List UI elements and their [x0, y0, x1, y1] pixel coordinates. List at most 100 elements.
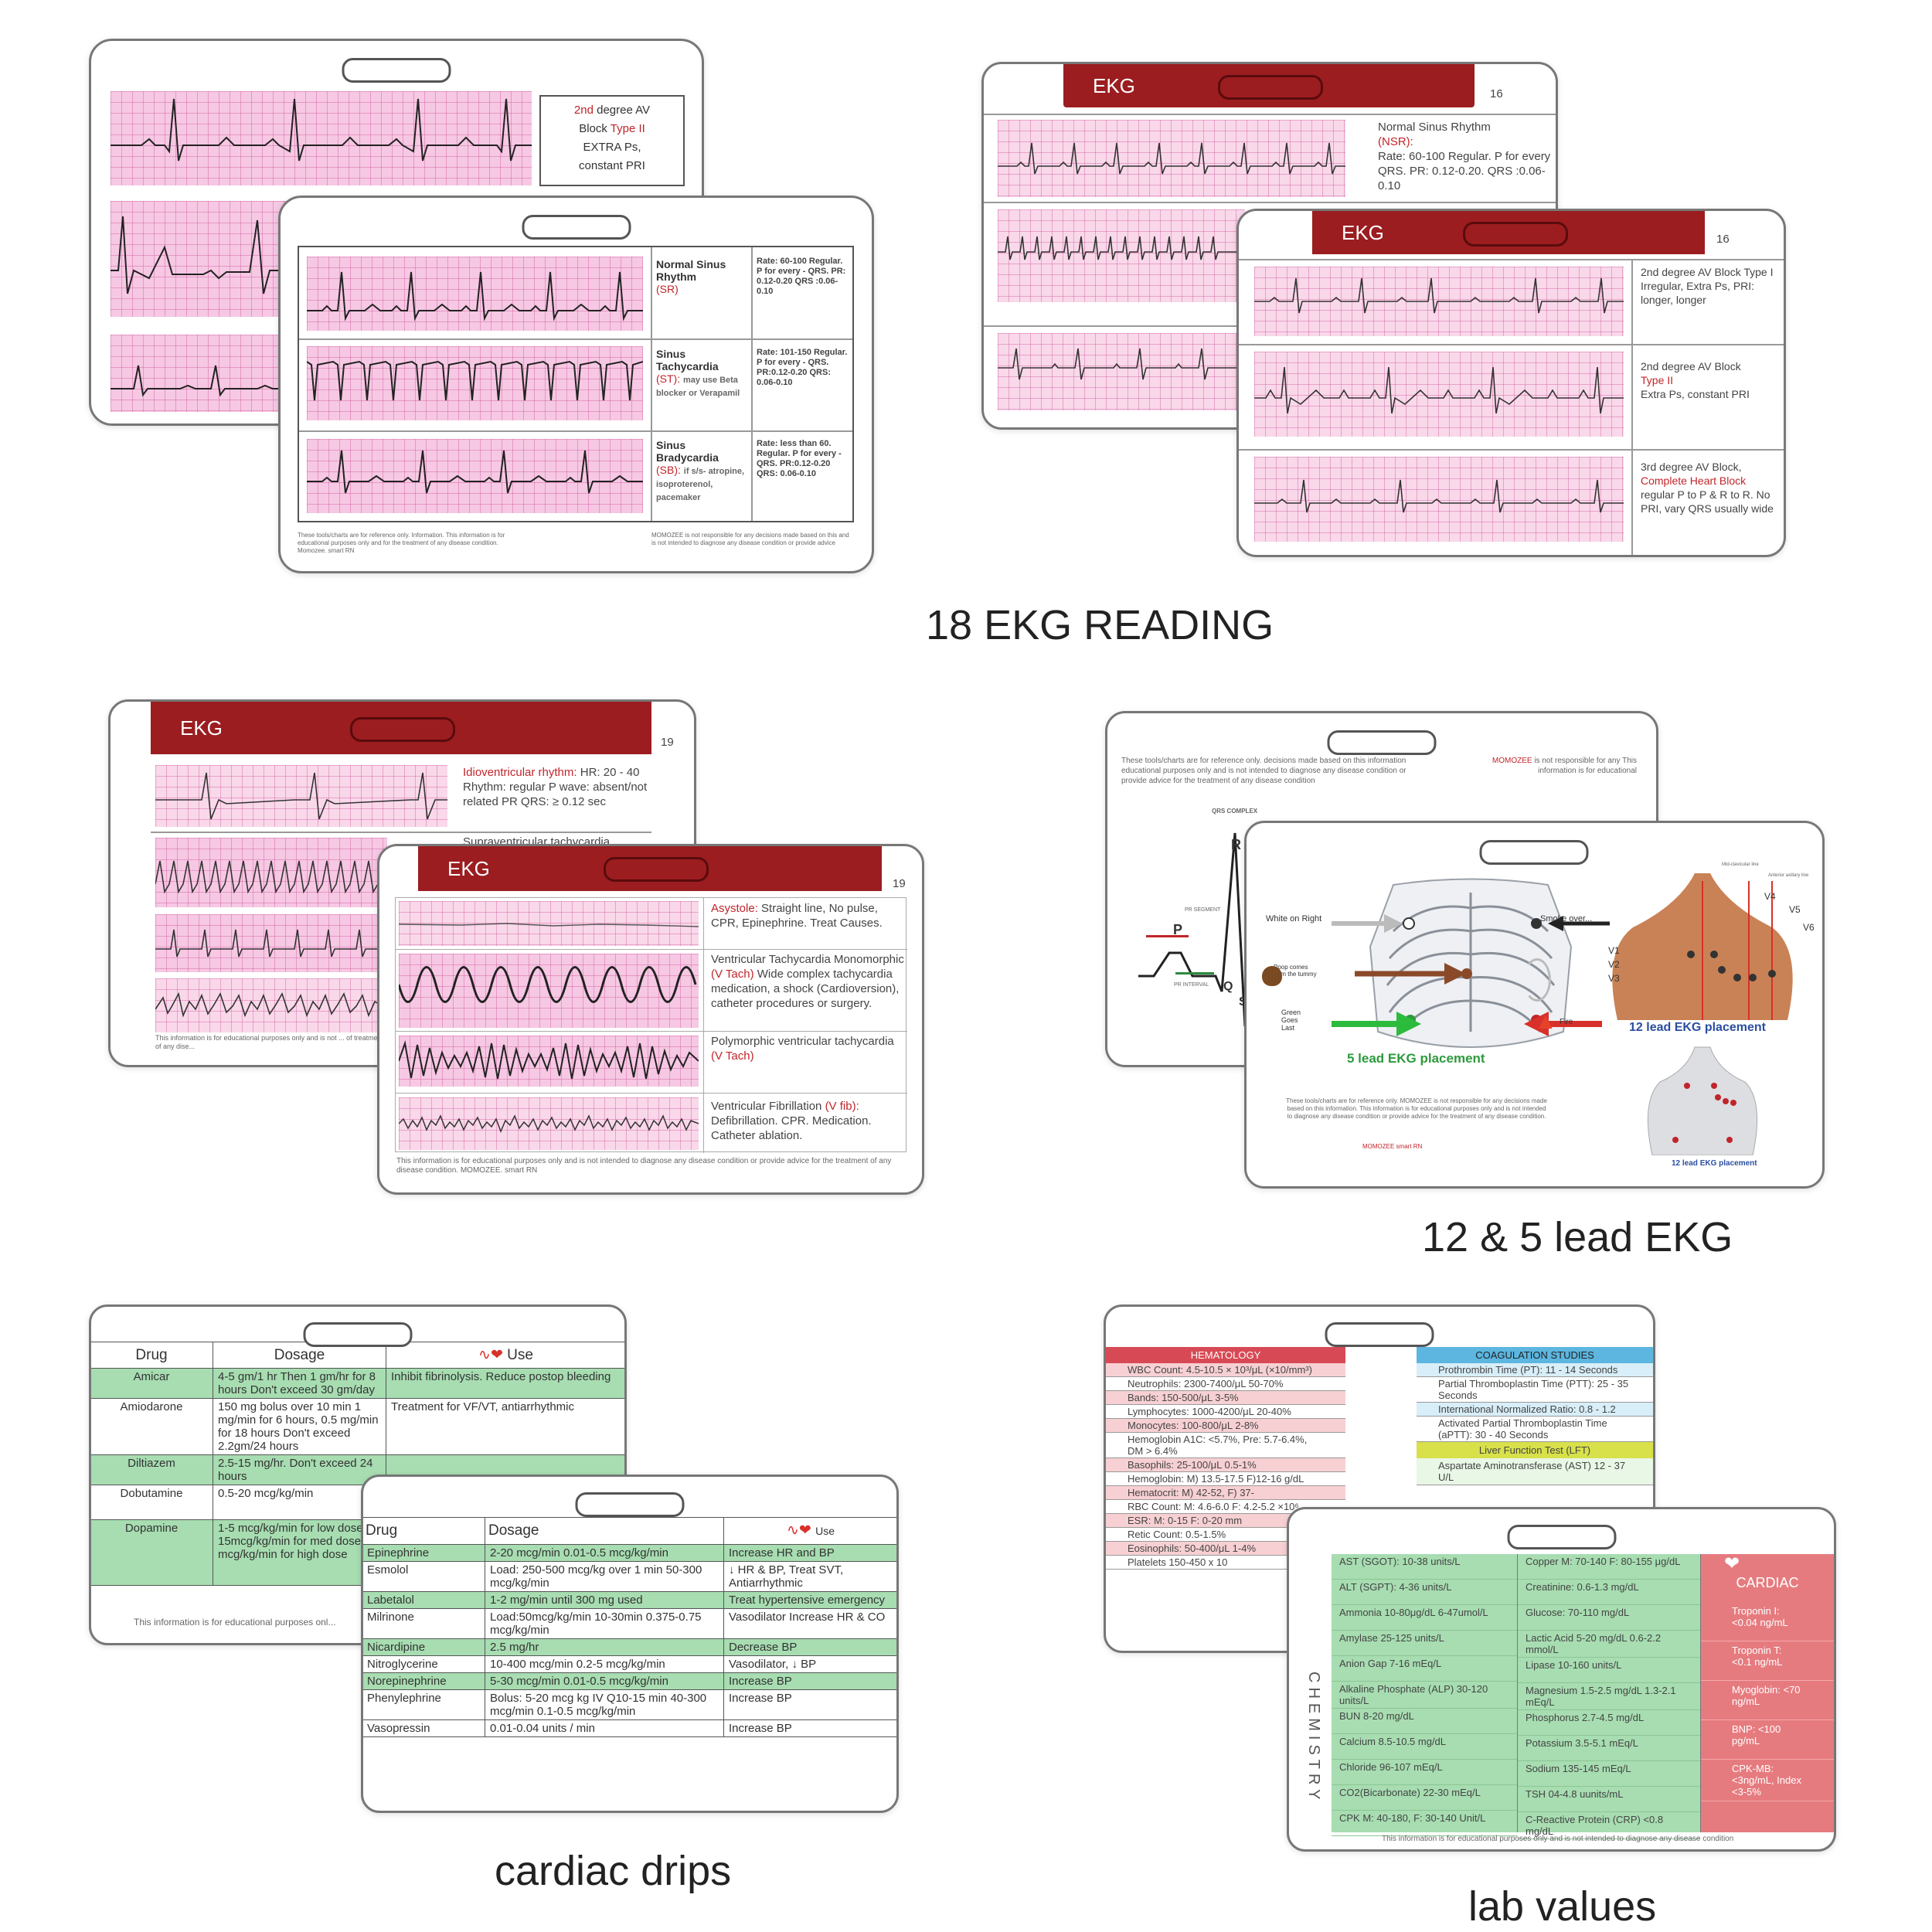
column-divider — [1631, 259, 1633, 555]
column-header-drug: Drug — [91, 1342, 213, 1369]
banner-title: EKG — [1342, 221, 1384, 244]
chemistry-row: Alkaline Phosphate (ALP) 30-120 units/L — [1332, 1682, 1517, 1709]
ekg-strip — [111, 91, 532, 185]
ekg-waveform — [399, 1040, 699, 1080]
row-divider — [984, 202, 1556, 203]
coagulation-row: Activated Partial Thromboplastin Time (a… — [1417, 1417, 1653, 1442]
lead-label-v3: V3 — [1608, 973, 1620, 984]
line-label-midclavicular: Mid-clavicular line — [1722, 862, 1759, 867]
table-cell-dose: 10-400 mcg/min 0.2-5 mcg/kg/min — [485, 1655, 724, 1673]
table-cell-drug: Vasopressin — [363, 1719, 485, 1737]
green-goes-last-label: Green Goes Last — [1281, 1009, 1301, 1032]
caption-lab-values: lab values — [1468, 1883, 1657, 1930]
table-cell-drug: Phenylephrine — [363, 1689, 485, 1720]
ekg-waveform — [307, 450, 643, 494]
chemistry-row: Amylase 25-125 units/L — [1332, 1631, 1517, 1656]
rhythm-description: Idioventricular rhythm: HR: 20 - 40 Rhyt… — [463, 765, 673, 809]
row-divider — [396, 1031, 907, 1032]
rhythm-table: Asystole: Straight line, No pulse, CPR, … — [395, 897, 907, 1153]
table-cell-drug: Nitroglycerine — [363, 1655, 485, 1673]
chemistry-row: C-Reactive Protein (CRP) <0.8 mg/dL — [1518, 1812, 1700, 1839]
rhythm-text: Rate: 60-100 Regular. P for every QRS. P… — [1378, 150, 1551, 192]
ekg-waveform — [998, 236, 1245, 260]
row-divider — [396, 949, 907, 950]
lead-label-v4: V4 — [1764, 891, 1776, 902]
pr-interval-label: PR INTERVAL — [1174, 982, 1209, 988]
lanyard-slot — [303, 1322, 413, 1347]
ekg-banner: EKG — [1063, 64, 1475, 107]
ekg-strip-vfib — [399, 1097, 699, 1150]
rhythm-text: Extra Ps, constant PRI — [1641, 388, 1750, 400]
rhythm-title: 3rd degree AV Block, — [1641, 461, 1742, 473]
column-header-dosage: Dosage — [485, 1517, 724, 1545]
twelve-lead-torso — [1587, 858, 1811, 1020]
twelve-lead-title: 12 lead EKG placement — [1629, 1021, 1766, 1034]
row-divider — [396, 1093, 907, 1094]
rhythm-description: Normal Sinus Rhythm (NSR): Rate: 60-100 … — [1378, 120, 1552, 193]
wave-label-s: S — [1239, 995, 1247, 1009]
ekg-card-a-back: 2nd degree AV Block Type II EXTRA Ps, co… — [89, 39, 704, 426]
table-cell-dose: 0.01-0.04 units / min — [485, 1719, 724, 1737]
label-text: Block — [579, 122, 611, 135]
column-header-drug: Drug — [363, 1517, 485, 1545]
rhythm-red: Idioventricular rhythm: — [463, 766, 577, 779]
row-divider — [151, 832, 651, 833]
five-lead-title: 5 lead EKG placement — [1347, 1051, 1485, 1066]
caption-cardiac-drips: cardiac drips — [495, 1848, 732, 1894]
hematology-row: Hematocrit: M) 42-52, F) 37- — [1106, 1486, 1345, 1500]
ekg-waveform — [399, 1114, 699, 1134]
chemistry-row: Copper M: 70-140 F: 80-155 μg/dL — [1518, 1554, 1700, 1580]
ekg-card-c-front: EKG 19 Asystole: Straight line, No pulse… — [377, 844, 924, 1195]
table-cell-use: Increase BP — [723, 1719, 896, 1737]
chemistry-row: TSH 04-4.8 uunits/mL — [1518, 1787, 1700, 1812]
cardiac-title: CARDIAC — [1736, 1575, 1799, 1590]
hematology-row: Eosinophils: 50-400/μL 1-4% — [1106, 1542, 1345, 1556]
table-cell-drug: Epinephrine — [363, 1544, 485, 1562]
hematology-row: Basophils: 25-100/μL 0.5-1% — [1106, 1458, 1345, 1472]
table-cell-dose: Bolus: 5-20 mcg kg IV Q10-15 min 40-300 … — [485, 1689, 724, 1720]
lanyard-slot — [1327, 730, 1437, 755]
table-cell-use: Increase BP — [723, 1672, 896, 1690]
ekg-strip — [111, 335, 288, 412]
chemistry-row: CO2(Bicarbonate) 22-30 mEq/L — [1332, 1785, 1517, 1811]
page-number: 16 — [1490, 87, 1503, 100]
line-label-anterior-axillary: Anterior axillary line — [1768, 873, 1809, 878]
hematology-row: ESR: M: 0-15 F: 0-20 mm — [1106, 1514, 1345, 1528]
banner-title: EKG — [180, 716, 223, 740]
chemistry-row: Sodium 135-145 mEq/L — [1518, 1761, 1700, 1787]
twelve-lead-small-title: 12 lead EKG placement — [1672, 1159, 1757, 1168]
rhythm-description: 3rd degree AV Block, Complete Heart Bloc… — [1641, 460, 1778, 515]
wave-label-q: Q — [1223, 980, 1233, 993]
label-text: EXTRA Ps, — [583, 141, 641, 154]
caption-ekg-reading: 18 EKG READING — [926, 602, 1274, 648]
hematology-panel: HEMATOLOGY WBC Count: 4.5-10.5 × 10³/μL … — [1106, 1347, 1345, 1570]
rhythm-text: Ventricular Fibrillation — [711, 1100, 825, 1113]
table-cell-dose: 5-30 mcg/min 0.01-0.5 mcg/kg/min — [485, 1672, 724, 1690]
brand-label: MOMOZEE smart RN — [1362, 1143, 1423, 1150]
heart-ekg-icon: ∿❤ — [786, 1522, 811, 1539]
lanyard-slot — [1325, 1322, 1434, 1347]
qrs-label: QRS COMPLEX — [1212, 808, 1258, 815]
heart-icon: ❤ — [1724, 1553, 1740, 1574]
chemistry-row: Creatinine: 0.6-1.3 mg/dL — [1518, 1580, 1700, 1605]
ekg-waveform — [399, 966, 697, 1003]
hematology-row: Neutrophils: 2300-7400/μL 50-70% — [1106, 1377, 1345, 1391]
column-header-use: ∿❤ Use — [386, 1342, 624, 1369]
label-red: 2nd — [573, 104, 594, 117]
ekg-strip-av-block-3 — [1254, 457, 1624, 542]
poop-icon — [1262, 966, 1282, 986]
lanyard-slot — [1218, 75, 1323, 100]
rhythm-red: Complete Heart Block — [1641, 474, 1747, 487]
ekg-waveform — [155, 992, 387, 1018]
ekg-waveform — [1254, 277, 1624, 314]
ekg-strip-asystole — [399, 901, 699, 946]
